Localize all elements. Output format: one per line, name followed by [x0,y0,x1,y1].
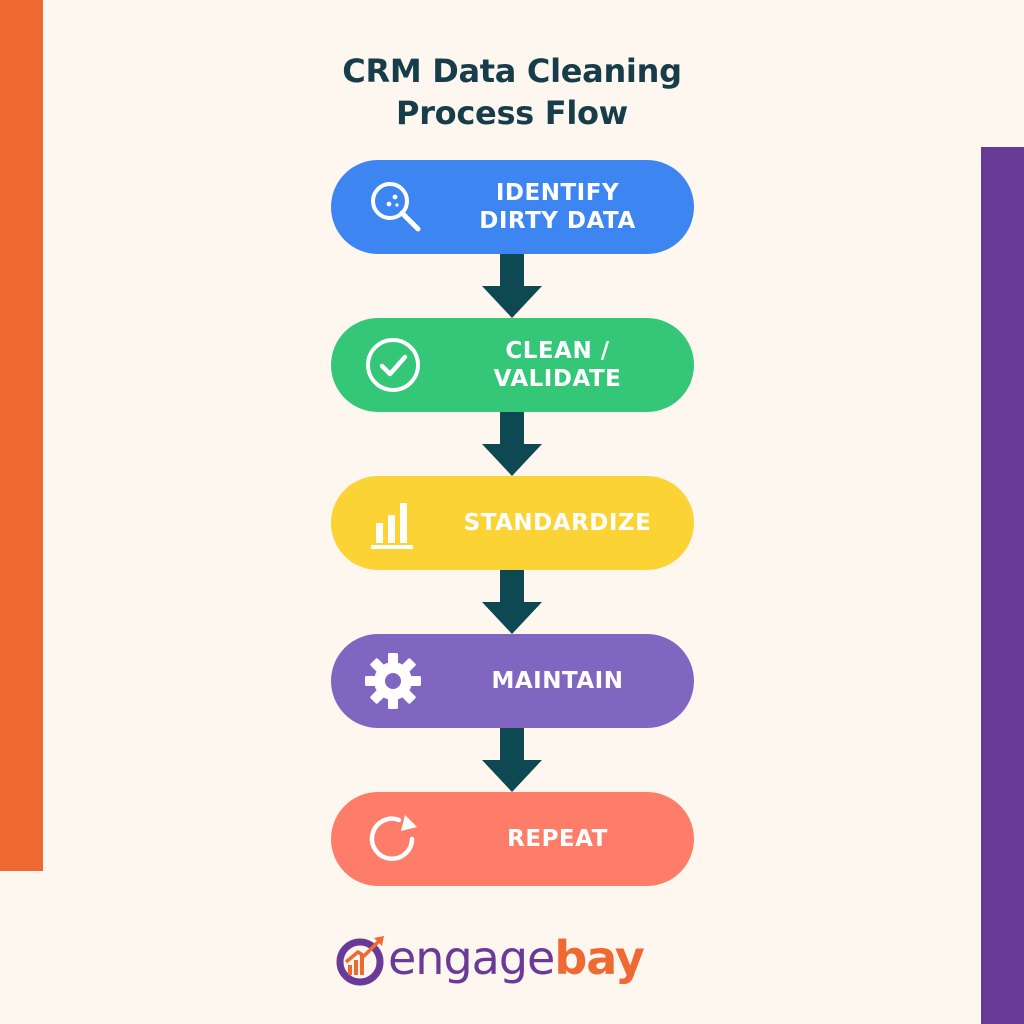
refresh-icon [369,815,417,861]
left-accent-bar [0,0,43,871]
step-label: MAINTAIN [431,634,684,728]
brand-part-2: bay [554,931,645,985]
step-label-line: DIRTY DATA [479,208,636,234]
step-repeat: REPEAT [331,792,694,886]
step-clean-validate: CLEAN / VALIDATE [331,318,694,412]
gear-icon [365,653,421,709]
magnifier-icon [371,182,421,232]
step-label: CLEAN / VALIDATE [431,318,684,412]
down-arrow [482,412,542,476]
step-label: IDENTIFY DIRTY DATA [431,160,684,254]
brand-part-1: engage [388,931,555,985]
step-label-line: STANDARDIZE [463,510,652,536]
step-label: STANDARDIZE [431,476,684,570]
brand-wordmark: engagebay [388,926,645,996]
step-standardize: STANDARDIZE [331,476,694,570]
step-label-line: REPEAT [507,826,608,852]
step-identify-dirty-data: IDENTIFY DIRTY DATA [331,160,694,254]
step-label-line: VALIDATE [493,366,622,392]
step-label: REPEAT [431,792,684,886]
right-accent-bar [981,147,1024,1024]
step-label-line: MAINTAIN [491,668,624,694]
diagram-title: CRM Data Cleaning Process Flow [0,50,1024,134]
step-maintain: MAINTAIN [331,634,694,728]
engagebay-logo: engagebay [334,926,694,996]
title-line-1: CRM Data Cleaning [342,52,682,90]
title-line-2: Process Flow [396,94,628,132]
check-circle-icon [366,338,420,392]
down-arrow [482,728,542,792]
down-arrow [482,570,542,634]
step-label-line: CLEAN / [505,338,610,364]
engagebay-logo-mark [336,936,384,986]
bar-chart-icon [371,503,413,549]
step-label-line: IDENTIFY [495,180,620,206]
down-arrow [482,254,542,318]
